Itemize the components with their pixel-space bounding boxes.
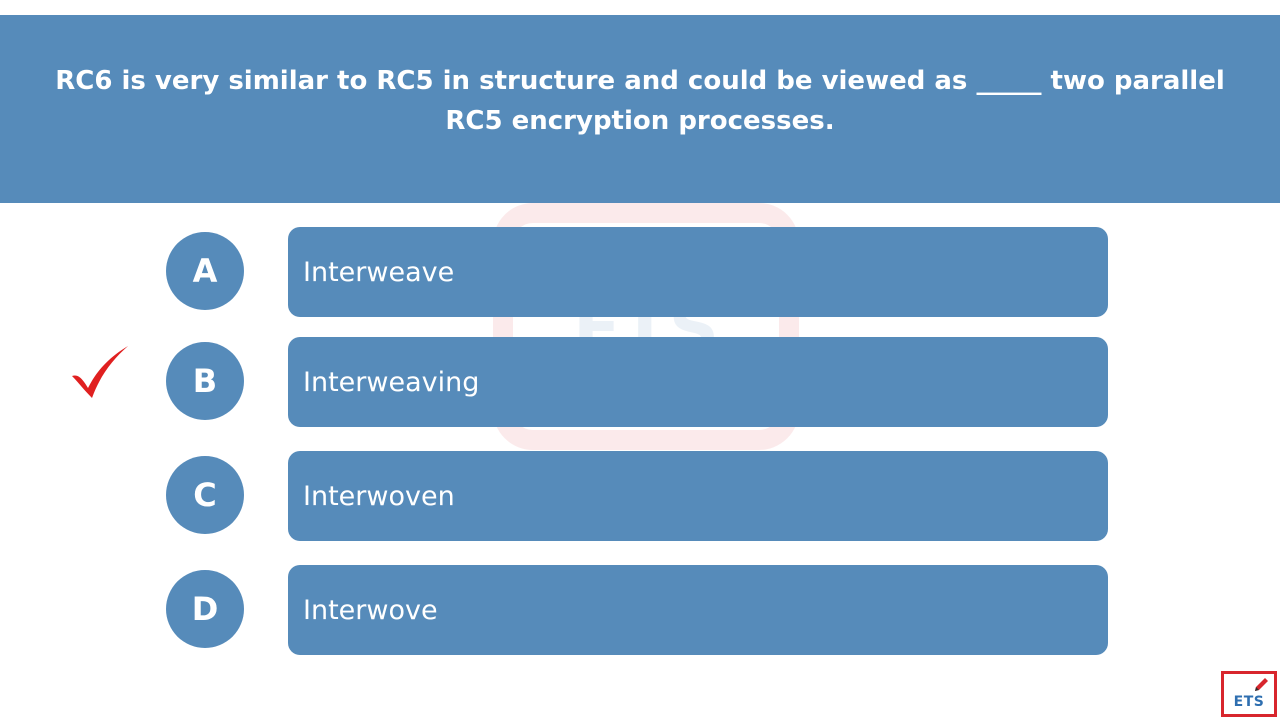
option-letter-d: D — [166, 570, 244, 648]
option-letter-a: A — [166, 232, 244, 310]
option-box-c[interactable]: Interwoven — [288, 451, 1108, 541]
option-letter-c: C — [166, 456, 244, 534]
question-banner: RC6 is very similar to RC5 in structure … — [0, 15, 1280, 203]
option-d[interactable]: D Interwove — [0, 565, 1280, 657]
check-mark-icon — [72, 346, 128, 398]
option-box-d[interactable]: Interwove — [288, 565, 1108, 655]
option-b[interactable]: B Interweaving — [0, 337, 1280, 429]
option-a[interactable]: A Interweave — [0, 227, 1280, 319]
option-box-b[interactable]: Interweaving — [288, 337, 1108, 427]
option-c[interactable]: C Interwoven — [0, 451, 1280, 543]
ets-logo-text: ETS — [1233, 694, 1265, 710]
question-text: RC6 is very similar to RC5 in structure … — [55, 66, 1225, 136]
pencil-icon — [1255, 678, 1268, 691]
option-letter-b: B — [166, 342, 244, 420]
option-box-a[interactable]: Interweave — [288, 227, 1108, 317]
ets-logo: ETS — [1221, 671, 1277, 717]
